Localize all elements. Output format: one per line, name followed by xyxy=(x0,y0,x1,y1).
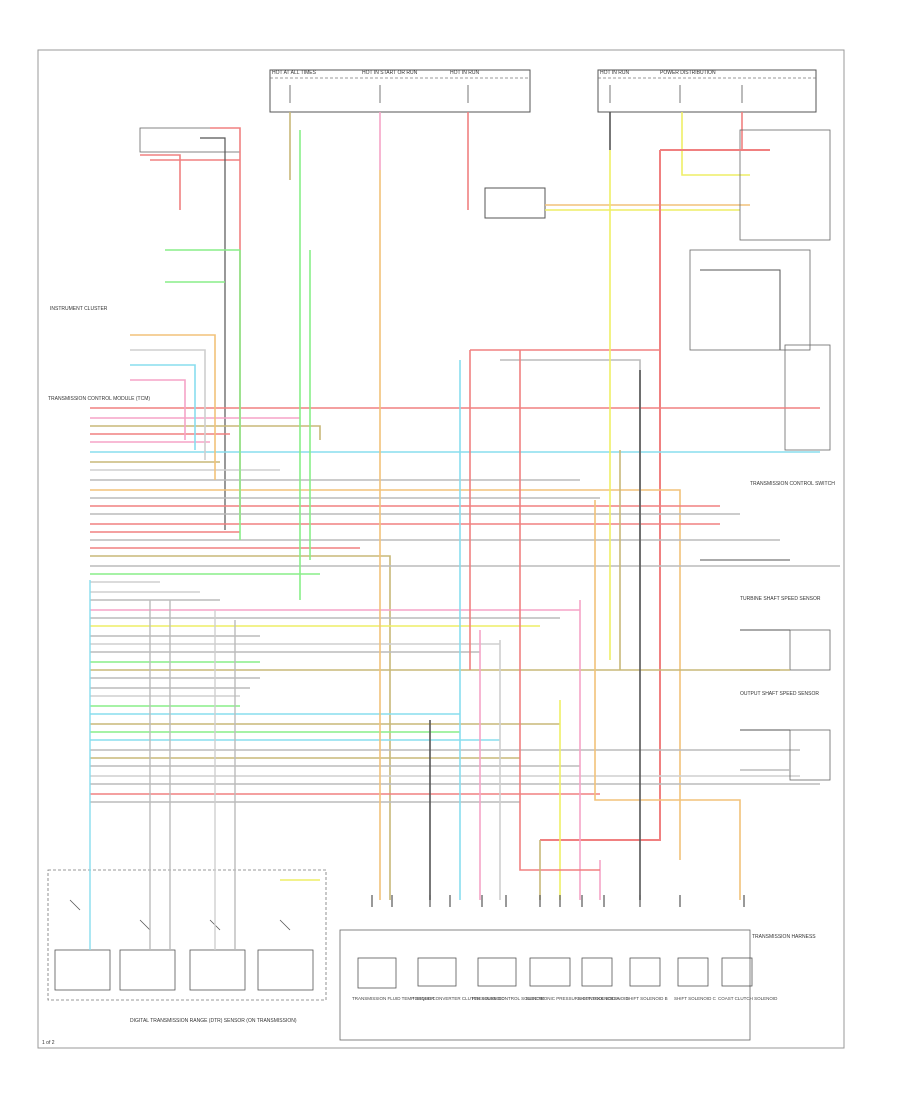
top-label-2: HOT IN START OR RUN xyxy=(362,70,418,76)
vertical-risers xyxy=(239,130,741,900)
relay-box xyxy=(484,187,546,219)
top-label-1: HOT AT ALL TIMES xyxy=(272,70,317,76)
bottom-component-6: SHIFT SOLENOID B xyxy=(626,996,668,1001)
fuse-symbols xyxy=(289,85,743,103)
fuse-panel-left xyxy=(269,69,531,113)
diagram-frame xyxy=(37,49,845,1049)
transmission-harness xyxy=(339,929,751,1041)
terminal-marks xyxy=(371,895,745,907)
tcm-pin-wires xyxy=(90,407,840,900)
bottom-component-4: ELECTRONIC PRESSURE CONTROL SOLENOID xyxy=(526,996,629,1001)
bottom-component-5: SHIFT SOLENOID A xyxy=(578,996,619,1001)
top-label-3: HOT IN RUN xyxy=(450,70,479,76)
dtr-switches xyxy=(54,899,314,991)
dtr-sensor-box xyxy=(47,869,327,1001)
turbine-sensor-box xyxy=(789,629,831,671)
bottom-component-boxes xyxy=(357,957,753,989)
output-sensor-label: OUTPUT SHAFT SPEED SENSOR xyxy=(740,691,819,697)
dtr-sensor-label: DIGITAL TRANSMISSION RANGE (DTR) SENSOR … xyxy=(130,1018,297,1024)
instrument-cluster-label: INSTRUMENT CLUSTER xyxy=(50,306,108,312)
output-sensor-box xyxy=(789,729,831,781)
bottom-component-8: COAST CLUTCH SOLENOID xyxy=(718,996,778,1001)
feed-lines xyxy=(289,112,770,210)
upper-left-wires xyxy=(130,249,240,480)
bottom-component-3: PRESSURE CONTROL SOLENOID xyxy=(472,996,545,1001)
fuse-panel-right xyxy=(597,69,817,113)
tcs-block xyxy=(784,344,831,451)
turbine-sensor-label: TURBINE SHAFT SPEED SENSOR xyxy=(740,596,821,602)
bottom-component-1: TRANSMISSION FLUID TEMP SENSOR xyxy=(352,996,435,1001)
tcm-label: TRANSMISSION CONTROL MODULE (TCM) xyxy=(48,396,150,402)
tcs-label: TRANSMISSION CONTROL SWITCH xyxy=(750,481,835,487)
dtr-wires xyxy=(89,580,320,950)
corner-tag: 1 of 2 xyxy=(42,1040,55,1046)
harness-caption: TRANSMISSION HARNESS xyxy=(752,934,816,940)
bottom-component-2: TORQUE CONVERTER CLUTCH SOLENOID xyxy=(412,996,505,1001)
top-label-4: HOT IN RUN xyxy=(600,70,629,76)
top-label-5: POWER DISTRIBUTION xyxy=(660,70,716,76)
bottom-component-7: SHIFT SOLENOID C xyxy=(674,996,717,1001)
right-switch-block xyxy=(739,129,831,241)
